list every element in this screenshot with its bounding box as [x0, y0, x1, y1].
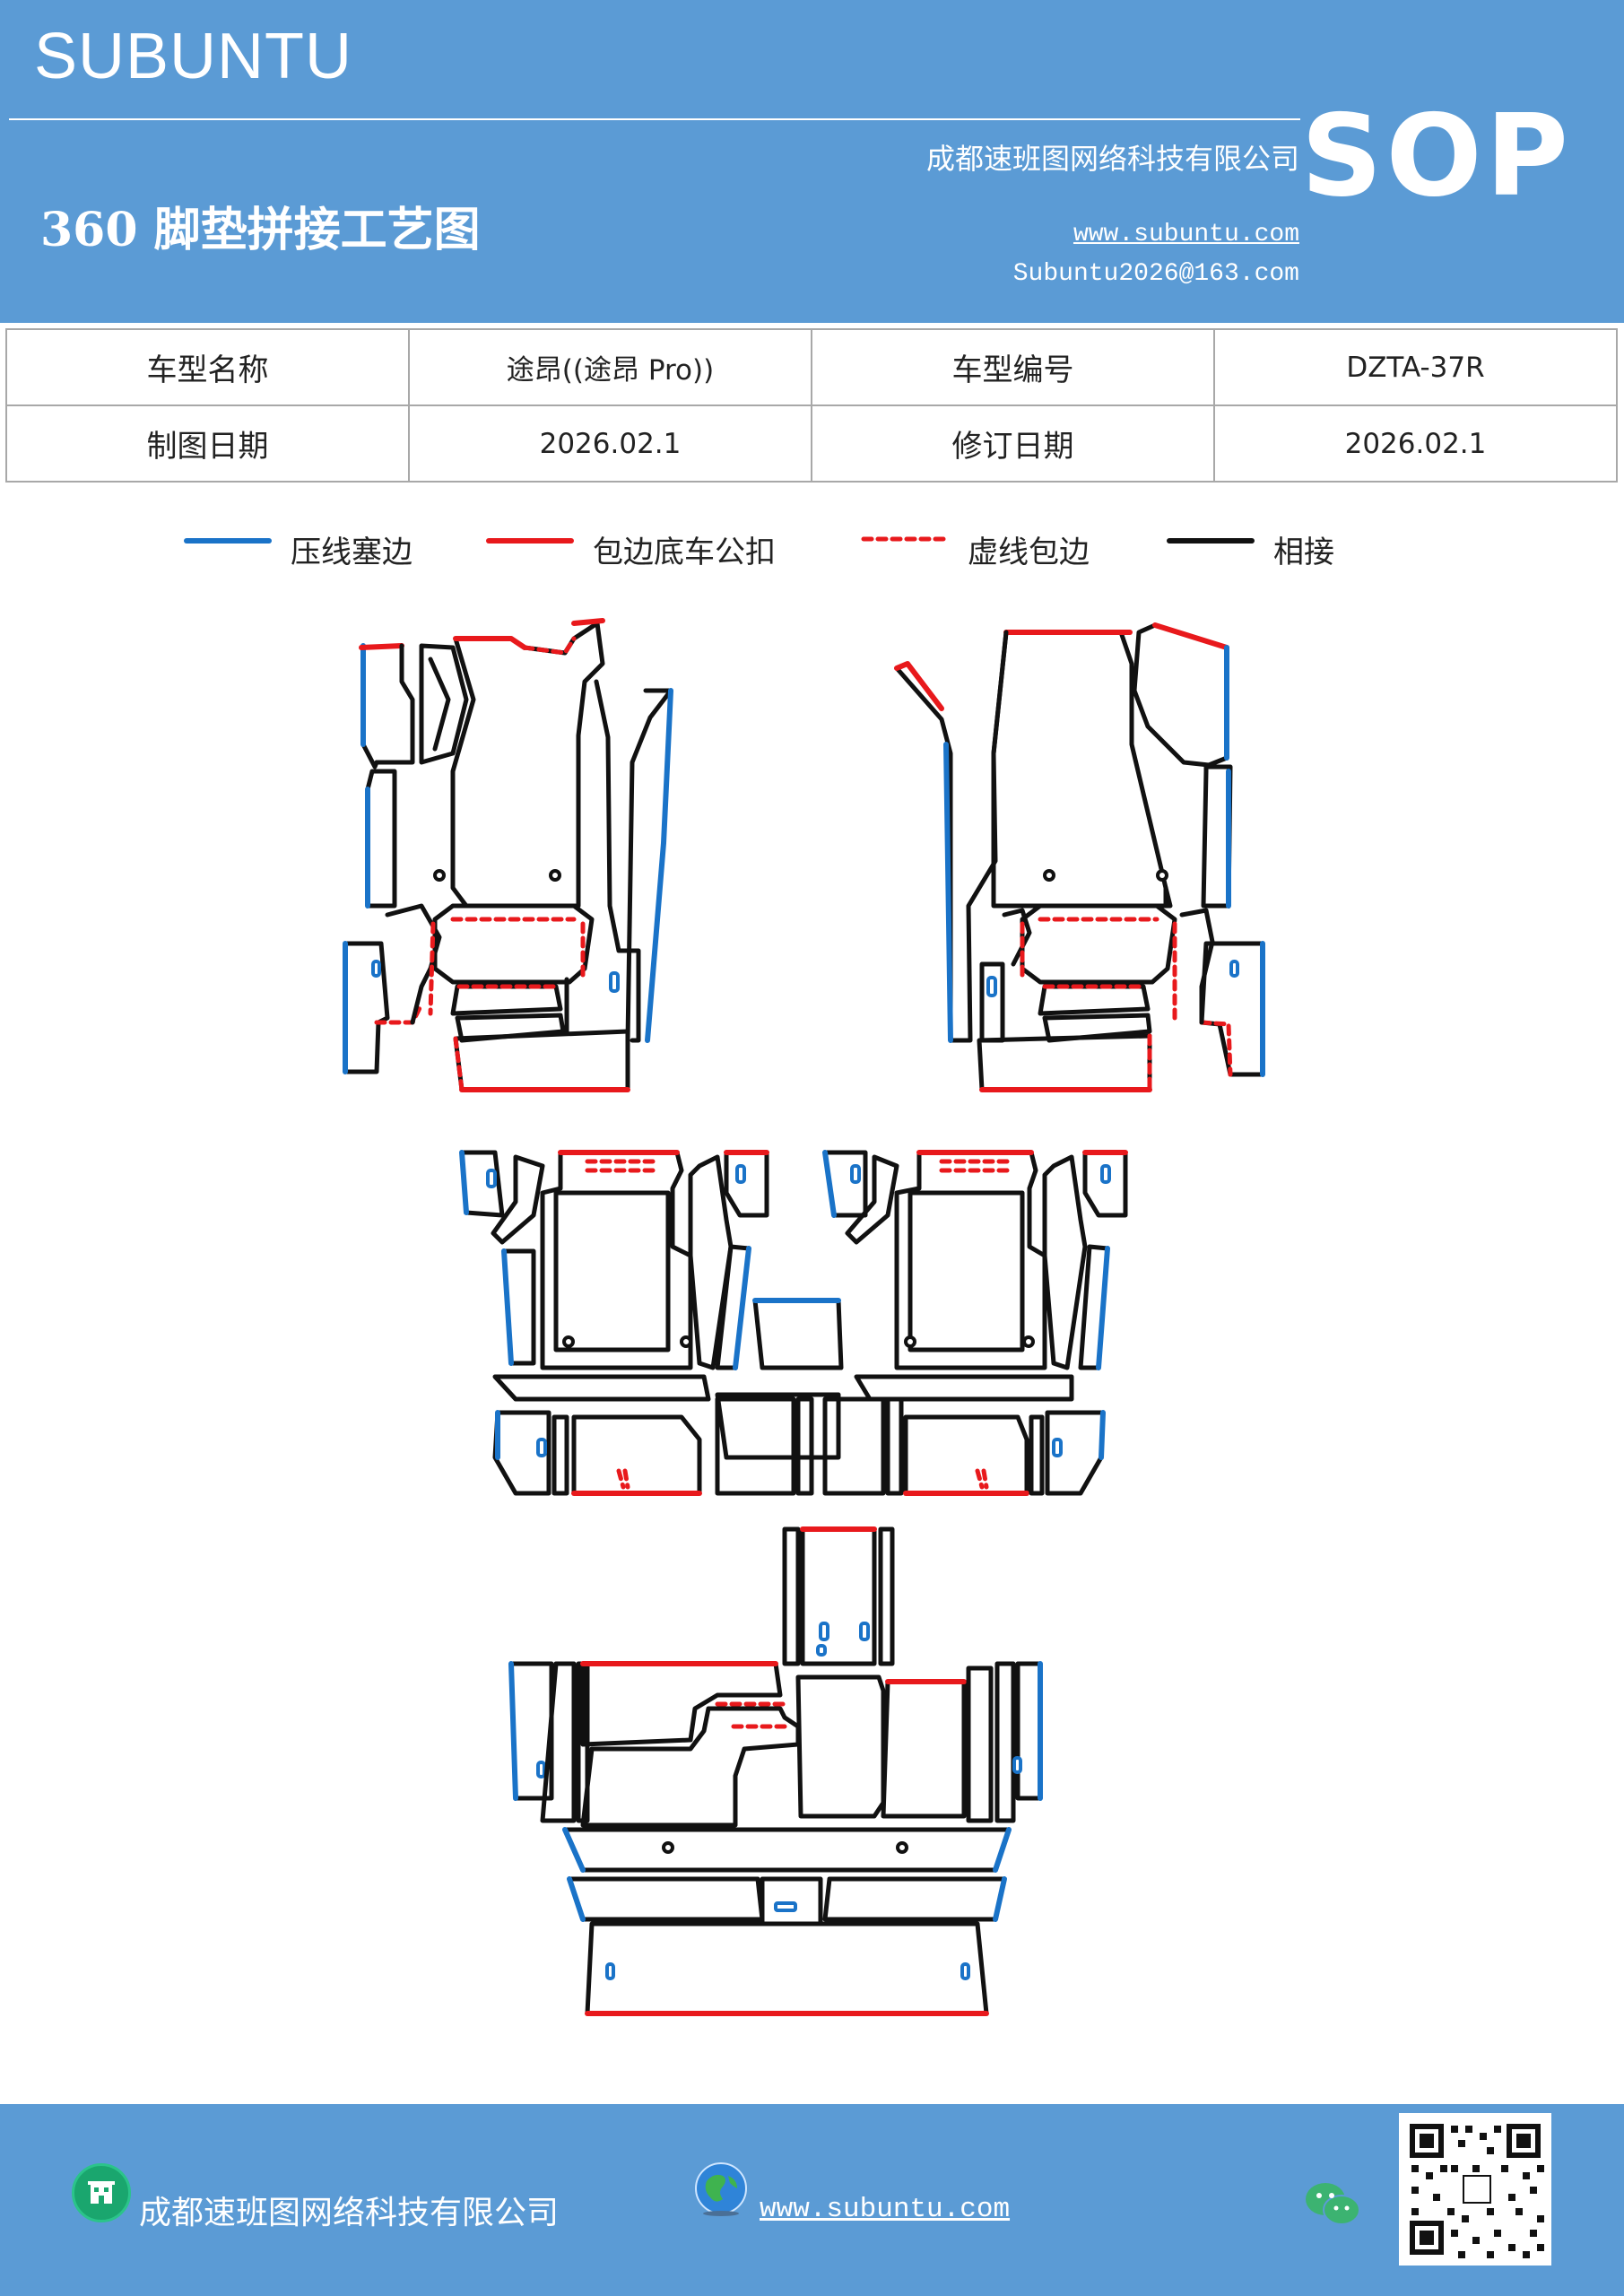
legend-label: 相接: [1273, 535, 1334, 570]
draw-date-label: 制图日期: [5, 404, 410, 483]
model-code-value: DZTA-37R: [1213, 328, 1618, 406]
globe-icon: [692, 2160, 750, 2217]
website-link[interactable]: www.subuntu.com: [1073, 221, 1299, 248]
model-code-label: 车型编号: [811, 328, 1215, 406]
front-right-mat-group: [894, 622, 1265, 1092]
draw-date-value: 2026.02.1: [408, 404, 812, 483]
edge-legend: 压线塞边 包边底车公扣 虚线包边 相接: [0, 527, 1624, 572]
third-row-mat-group: [508, 1526, 1043, 2016]
building-icon: [72, 2163, 131, 2222]
footer-website-link[interactable]: www.subuntu.com: [760, 2194, 1011, 2225]
front-left-mat-group: [343, 618, 673, 1092]
sop-badge: SOP: [1300, 90, 1572, 222]
legend-label: 虚线包边: [968, 535, 1090, 570]
header-divider: [9, 118, 1300, 120]
table-row: 车型名称 途昂((途昂 Pro)) 车型编号 DZTA-37R: [5, 328, 1618, 406]
email-address[interactable]: Subuntu2026@163.com: [1012, 260, 1299, 288]
wechat-icon[interactable]: [1302, 2178, 1365, 2231]
footer-company-name: 成都速班图网络科技有限公司: [139, 2195, 560, 2231]
second-row-mat-group: [459, 1150, 1128, 1496]
footer-banner: 成都速班图网络科技有限公司 www.subuntu.com: [0, 2104, 1624, 2296]
legend-label: 包边底车公扣: [593, 535, 776, 570]
company-name: 成都速班图网络科技有限公司: [925, 142, 1299, 176]
brand-name: SUBUNTU: [34, 21, 353, 92]
model-name-value: 途昂((途昂 Pro)): [408, 328, 812, 406]
revision-date-value: 2026.02.1: [1213, 404, 1618, 483]
header-banner: SUBUNTU 成都速班图网络科技有限公司 360 脚垫拼接工艺图 www.su…: [0, 0, 1624, 323]
legend-label: 压线塞边: [291, 535, 413, 570]
model-name-label: 车型名称: [5, 328, 410, 406]
qr-code[interactable]: [1399, 2113, 1551, 2266]
page-title: 360 脚垫拼接工艺图: [40, 203, 481, 257]
table-row: 制图日期 2026.02.1 修订日期 2026.02.1: [5, 404, 1618, 483]
revision-date-label: 修订日期: [811, 404, 1215, 483]
vehicle-info-table: 车型名称 途昂((途昂 Pro)) 车型编号 DZTA-37R 制图日期 202…: [5, 328, 1618, 483]
